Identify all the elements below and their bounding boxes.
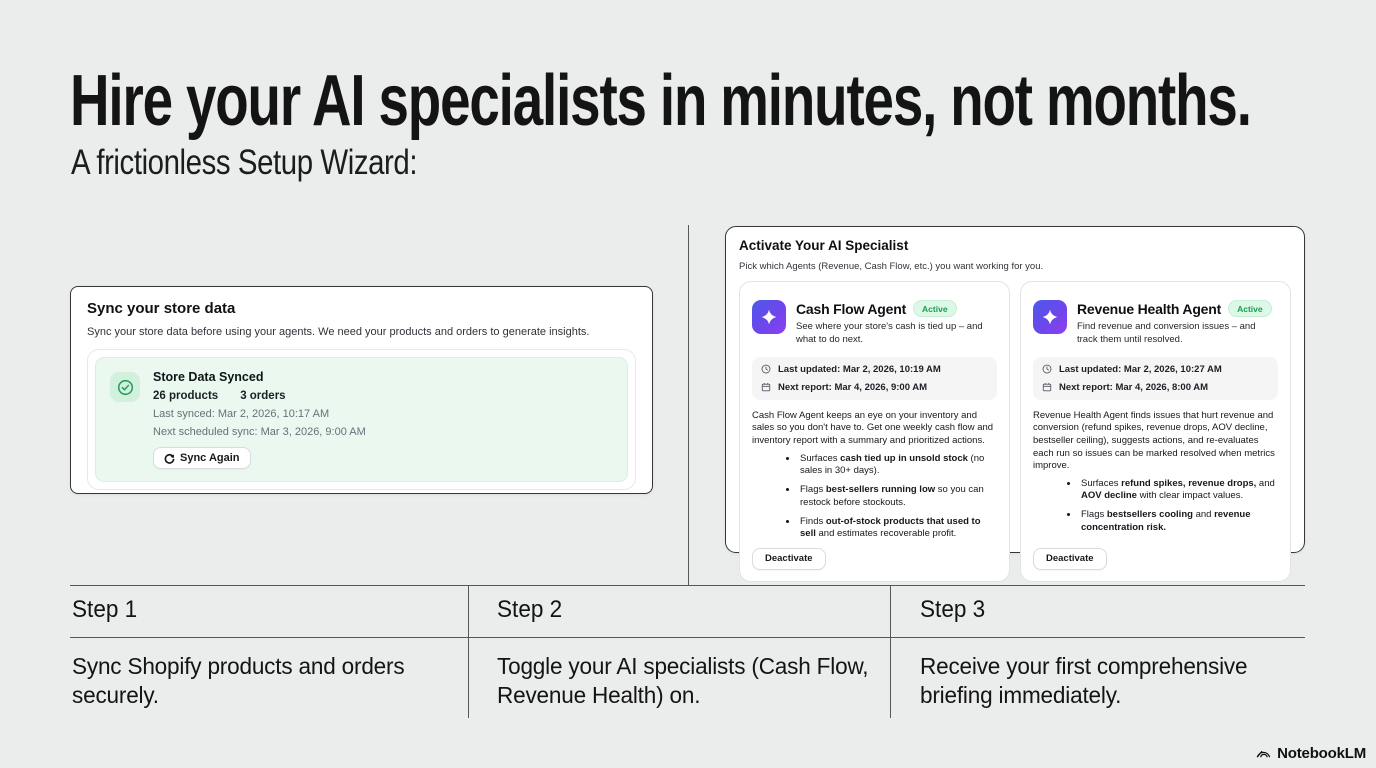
brand-name: NotebookLM (1277, 745, 1366, 762)
sync-card-title: Sync your store data (87, 300, 236, 317)
steps-column-divider-1 (468, 585, 469, 718)
agent-description: Revenue Health Agent finds issues that h… (1033, 409, 1275, 472)
step-1-label: Step 1 (72, 596, 138, 623)
sync-again-button[interactable]: Sync Again (153, 447, 251, 469)
next-sync-text: Next scheduled sync: Mar 3, 2026, 9:00 A… (153, 426, 366, 438)
calendar-icon (761, 382, 771, 392)
page-title: Hire your AI specialists in minutes, not… (70, 61, 1252, 141)
agent-bullet-list: Surfaces refund spikes, revenue drops, a… (1079, 478, 1278, 541)
agent-meta-panel: Last updated: Mar 2, 2026, 10:27 AM Next… (1033, 356, 1278, 400)
sparkle-icon (752, 300, 786, 334)
orders-count: 3 orders (240, 390, 286, 402)
activate-card-subtitle: Pick which Agents (Revenue, Cash Flow, e… (739, 261, 1044, 272)
agent-name: Revenue Health Agent (1077, 300, 1222, 317)
agent-tagline: Find revenue and conversion issues – and… (1077, 321, 1256, 345)
clock-icon (761, 364, 771, 374)
agent-meta-panel: Last updated: Mar 2, 2026, 10:19 AM Next… (752, 356, 997, 400)
notebooklm-icon (1255, 745, 1272, 762)
step-3-description: Receive your first comprehensive briefin… (920, 653, 1248, 708)
sync-icon (164, 453, 175, 464)
sparkle-icon (1033, 300, 1067, 334)
check-circle-icon (110, 372, 140, 402)
step-2-label: Step 2 (497, 596, 563, 623)
sync-card-description: Sync your store data before using your a… (87, 326, 590, 338)
next-report-text: Next report: Mar 4, 2026, 8:00 AM (1059, 381, 1209, 393)
next-report-text: Next report: Mar 4, 2026, 9:00 AM (778, 381, 928, 393)
step-2-description: Toggle your AI specialists (Cash Flow, R… (497, 653, 869, 708)
agent-card-cash-flow: Cash Flow Agent Active See where your st… (739, 281, 1010, 582)
sync-again-label: Sync Again (180, 452, 240, 464)
calendar-icon (1042, 382, 1052, 392)
step-3-label: Step 3 (920, 596, 986, 623)
page-subtitle: A frictionless Setup Wizard: (71, 143, 418, 182)
agent-name: Cash Flow Agent (796, 300, 907, 317)
last-updated-text: Last updated: Mar 2, 2026, 10:27 AM (1059, 363, 1222, 375)
deactivate-button[interactable]: Deactivate (752, 547, 826, 570)
agent-tagline: See where your store's cash is tied up –… (796, 321, 983, 345)
agent-description: Cash Flow Agent keeps an eye on your inv… (752, 409, 994, 446)
clock-icon (1042, 364, 1052, 374)
agent-bullet-list: Surfaces cash tied up in unsold stock (n… (798, 453, 997, 548)
brand-logo: NotebookLM (1255, 745, 1366, 762)
steps-column-divider-2 (890, 585, 891, 718)
sync-store-data-card: Sync your store data Sync your store dat… (70, 286, 653, 494)
sync-status-panel: Store Data Synced 26 products 3 orders L… (95, 357, 628, 482)
step-1-description: Sync Shopify products and orders securel… (72, 653, 405, 708)
activate-card-title: Activate Your AI Specialist (739, 238, 909, 253)
agents-row: Cash Flow Agent Active See where your st… (739, 281, 1291, 582)
steps-table-header-line (70, 637, 1305, 638)
steps-table-top-line (70, 585, 1305, 586)
products-count: 26 products (153, 390, 219, 402)
sync-status-wrapper: Store Data Synced 26 products 3 orders L… (87, 349, 636, 490)
sync-status-title: Store Data Synced (153, 370, 264, 384)
activate-specialist-card: Activate Your AI Specialist Pick which A… (725, 226, 1305, 582)
last-synced-text: Last synced: Mar 2, 2026, 10:17 AM (153, 408, 330, 420)
deactivate-button[interactable]: Deactivate (1033, 547, 1107, 570)
last-updated-text: Last updated: Mar 2, 2026, 10:19 AM (778, 363, 941, 375)
status-badge: Active (913, 300, 957, 317)
status-badge: Active (1228, 300, 1272, 317)
agent-card-revenue-health: Revenue Health Agent Active Find revenue… (1020, 281, 1291, 582)
section-divider-vertical (688, 225, 689, 585)
